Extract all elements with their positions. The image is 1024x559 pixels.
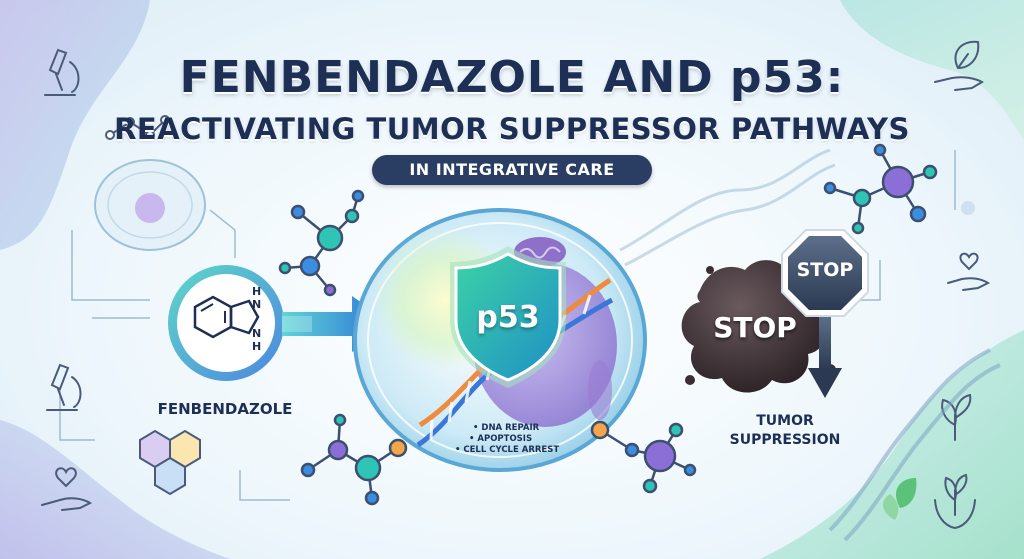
outcome-line-1: TUMOR bbox=[756, 413, 814, 429]
caring-hand-icon bbox=[41, 467, 93, 511]
hands-plant-icon bbox=[934, 473, 976, 530]
tumor-stop-text: STOP bbox=[713, 311, 797, 344]
background-dna-bottom bbox=[828, 348, 1001, 542]
atom-label-h-top: H bbox=[252, 285, 262, 298]
outcome-line-2: SUPPRESSION bbox=[729, 432, 841, 448]
background-dna-top bbox=[619, 148, 836, 267]
small-molecule-icon bbox=[105, 115, 170, 140]
fenbendazole-label: FENBENDAZOLE bbox=[157, 400, 293, 418]
imidazole-ring bbox=[229, 299, 260, 335]
function-dna-repair: • DNA REPAIR bbox=[473, 423, 540, 433]
heart-hand-icon bbox=[947, 252, 990, 291]
corner-wash-top-left bbox=[0, 0, 150, 250]
page-subtitle: REACTIVATING TUMOR SUPPRESSOR PATHWAYS bbox=[114, 112, 910, 146]
tumor-suppression-label: TUMOR SUPPRESSION bbox=[715, 412, 855, 450]
corner-wash-bottom-left bbox=[0, 420, 230, 559]
leaf-hand-icon bbox=[934, 40, 984, 91]
function-cell-cycle-arrest: • CELL CYCLE ARREST bbox=[455, 445, 560, 455]
microscope-icon-bottom bbox=[46, 363, 82, 411]
molecule-cluster-bottom-left bbox=[300, 413, 408, 506]
context-tag: IN INTEGRATIVE CARE bbox=[372, 155, 652, 185]
fenbendazole-structure-badge bbox=[168, 265, 284, 381]
down-arrow bbox=[808, 300, 842, 398]
p53-function-list: • DNA REPAIR • APOPTOSIS • CELL CYCLE AR… bbox=[455, 423, 595, 456]
p53-label: p53 bbox=[476, 300, 540, 335]
molecule-cluster-top bbox=[278, 189, 365, 297]
stop-sign-text: STOP bbox=[796, 259, 854, 281]
molecule-cluster-top-right bbox=[823, 143, 938, 235]
atom-label-n-bottom: N bbox=[252, 327, 262, 340]
microscope-icon bbox=[44, 48, 80, 96]
bubble bbox=[961, 201, 975, 215]
corner-wash-top-right bbox=[840, 0, 1024, 140]
plant-icon bbox=[941, 393, 972, 441]
p53-shield bbox=[450, 246, 566, 388]
background-cell-icon bbox=[94, 159, 206, 251]
atom-label-n-top: N bbox=[252, 298, 262, 311]
page-title: FENBENDAZOLE AND p53: bbox=[179, 52, 845, 103]
hexagon-cluster-icon bbox=[139, 429, 201, 496]
corner-wash-bottom-right bbox=[760, 330, 1024, 559]
leaves-icon bbox=[883, 478, 917, 520]
function-apoptosis: • APOPTOSIS bbox=[469, 434, 533, 444]
stop-sign bbox=[781, 229, 869, 317]
molecule-cluster-bottom-right bbox=[590, 420, 697, 494]
atom-label-h-bottom: H bbox=[252, 340, 262, 353]
